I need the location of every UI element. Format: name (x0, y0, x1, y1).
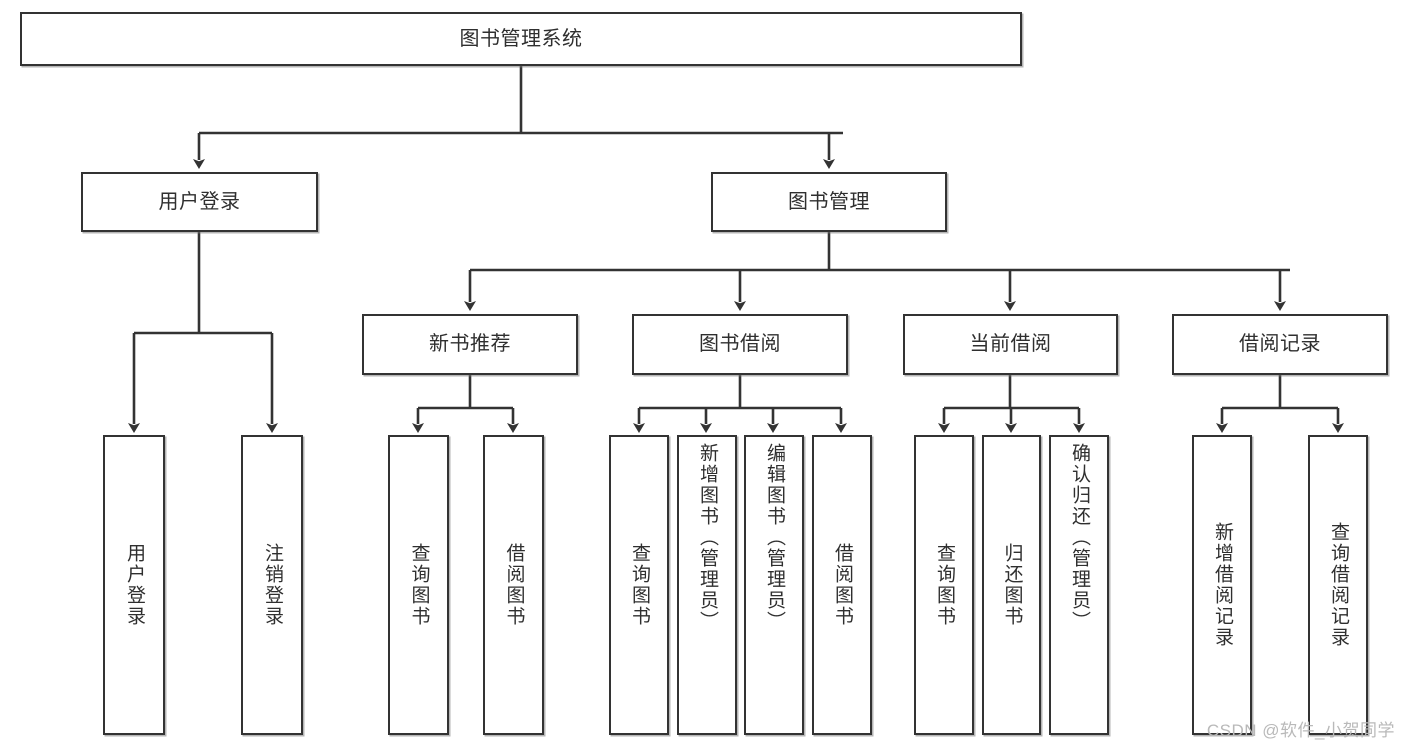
node-borrow-record[interactable]: 借阅记录 (1172, 314, 1388, 375)
node-leaf-confirm-return-label: 确认归还（管理员） (1068, 443, 1090, 632)
node-leaf-add-record-label: 新增借阅记录 (1211, 522, 1233, 648)
node-book-manage-label: 图书管理 (788, 190, 870, 213)
node-leaf-borrow-book-1-label: 借阅图书 (503, 543, 525, 627)
node-leaf-user-login[interactable]: 用户登录 (103, 435, 165, 735)
node-book-borrow-label: 图书借阅 (699, 333, 781, 355)
node-leaf-return-book-label: 归还图书 (1001, 543, 1023, 627)
node-leaf-logout-login[interactable]: 注销登录 (241, 435, 303, 735)
node-leaf-query-book-2[interactable]: 查询图书 (609, 435, 669, 735)
node-current-borrow-label: 当前借阅 (969, 333, 1052, 355)
node-leaf-query-record-label: 查询借阅记录 (1327, 522, 1349, 648)
node-new-book-recommend-label: 新书推荐 (429, 333, 511, 355)
node-leaf-user-login-label: 用户登录 (123, 543, 145, 627)
node-leaf-add-record[interactable]: 新增借阅记录 (1192, 435, 1252, 735)
node-leaf-query-book-2-label: 查询图书 (628, 543, 650, 627)
node-leaf-confirm-return[interactable]: 确认归还（管理员） (1049, 435, 1109, 735)
node-leaf-query-record[interactable]: 查询借阅记录 (1308, 435, 1368, 735)
node-leaf-add-book-label: 新增图书（管理员） (696, 443, 718, 632)
node-leaf-add-book[interactable]: 新增图书（管理员） (677, 435, 737, 735)
node-user-login[interactable]: 用户登录 (81, 172, 318, 232)
node-root-label: 图书管理系统 (459, 27, 583, 50)
node-user-login-label: 用户登录 (158, 190, 241, 213)
node-book-borrow[interactable]: 图书借阅 (632, 314, 848, 375)
node-root[interactable]: 图书管理系统 (20, 12, 1022, 66)
node-leaf-return-book[interactable]: 归还图书 (982, 435, 1041, 735)
node-book-manage[interactable]: 图书管理 (711, 172, 947, 232)
node-leaf-borrow-book-2-label: 借阅图书 (831, 543, 853, 627)
node-leaf-query-book-1[interactable]: 查询图书 (388, 435, 449, 735)
node-leaf-edit-book[interactable]: 编辑图书（管理员） (744, 435, 804, 735)
node-leaf-logout-login-label: 注销登录 (261, 543, 283, 627)
node-borrow-record-label: 借阅记录 (1239, 333, 1321, 355)
node-leaf-query-book-3-label: 查询图书 (933, 543, 955, 627)
watermark: CSDN @软件_小贺同学 (1206, 721, 1395, 740)
node-leaf-query-book-3[interactable]: 查询图书 (914, 435, 974, 735)
node-new-book-recommend[interactable]: 新书推荐 (362, 314, 578, 375)
node-leaf-edit-book-label: 编辑图书（管理员） (763, 443, 785, 632)
node-leaf-query-book-1-label: 查询图书 (408, 543, 430, 627)
node-current-borrow[interactable]: 当前借阅 (903, 314, 1118, 375)
node-leaf-borrow-book-2[interactable]: 借阅图书 (812, 435, 872, 735)
node-leaf-borrow-book-1[interactable]: 借阅图书 (483, 435, 544, 735)
